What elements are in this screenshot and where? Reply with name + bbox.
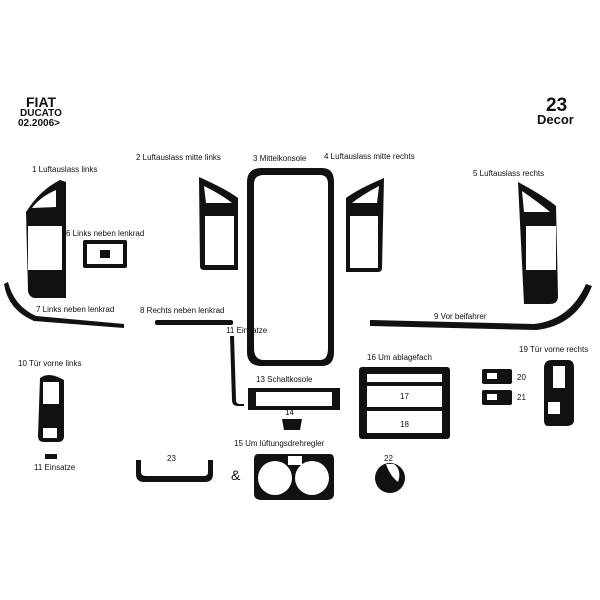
part-20-label: 20 [517, 373, 526, 382]
part-16-label: 16 Um ablagefach [367, 353, 432, 362]
part-21-shape [482, 390, 512, 405]
part-6-label: 6 Links neben lenkrad [66, 229, 144, 238]
part-15-label: 15 Um lüftungsdrehregler [234, 439, 325, 448]
ampersand-label: & [231, 467, 241, 483]
part-12-shape [230, 336, 244, 406]
part-2-shape [199, 177, 238, 270]
part-23-shape [136, 460, 213, 482]
part-4-label: 4 Luftauslass mitte rechts [324, 152, 415, 161]
part-6-shape [83, 240, 127, 268]
part-7-label: 7 Links neben lenkrad [36, 305, 114, 314]
part-14-shape [282, 419, 302, 430]
part-9-shape [370, 284, 592, 330]
part-7-shape [4, 282, 124, 328]
part-16-shape [359, 367, 450, 439]
part-12-label: 11 Einsatze [226, 326, 268, 335]
part-3-label: 3 Mittelkonsole [253, 154, 307, 163]
part-19-shape [544, 360, 574, 426]
part-2-label: 2 Luftauslass mitte links [136, 153, 221, 162]
set-type: Decor [537, 112, 574, 127]
part-10-label: 10 Tür vorne links [18, 359, 81, 368]
part-13-label: 13 Schaltkosole [256, 375, 313, 384]
part-17-label: 17 [400, 392, 409, 401]
header-right: 23 Decor [537, 95, 574, 127]
part-14-label: 14 [285, 408, 294, 417]
part-15-shape [254, 454, 334, 500]
part-23-label: 23 [167, 454, 176, 463]
part-20-shape [482, 369, 512, 384]
model-name: DUCATO [20, 108, 62, 119]
brand-name: FIAT [26, 94, 57, 110]
part-1-shape [26, 180, 66, 298]
part-1-label: 1 Luftauslass links [32, 165, 97, 174]
header-left: FIAT DUCATO 02.2006> [18, 94, 62, 129]
part-18-label: 18 [400, 420, 409, 429]
part-5-label: 5 Luftauslass rechts [473, 169, 544, 178]
part-5-shape [518, 182, 558, 304]
part-21-label: 21 [517, 393, 526, 402]
part-19-label: 19 Tür vorne rechts [519, 345, 588, 354]
part-10-shape [38, 375, 64, 442]
part-3-shape [247, 168, 334, 366]
part-22-label: 22 [384, 454, 393, 463]
part-11-label: 11 Einsatze [34, 463, 76, 472]
model-date: 02.2006> [18, 118, 60, 129]
set-number: 23 [546, 95, 567, 116]
part-8-label: 8 Rechts neben lenkrad [140, 306, 225, 315]
part-11-shape [45, 454, 57, 459]
part-22-shape [375, 463, 405, 493]
part-13-shape [248, 388, 340, 410]
part-9-label: 9 Vor beifahrer [434, 312, 487, 321]
part-8-shape [155, 320, 233, 325]
part-4-shape [346, 178, 384, 272]
